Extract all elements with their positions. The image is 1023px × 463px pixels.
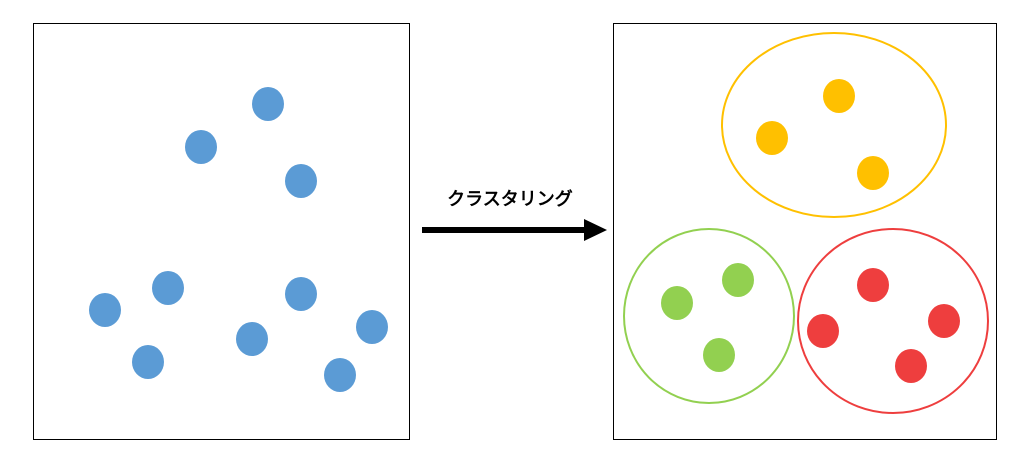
cluster-yellow bbox=[721, 32, 947, 218]
cluster-red-point bbox=[928, 304, 960, 338]
cluster-yellow-point bbox=[857, 156, 889, 190]
cluster-red bbox=[797, 228, 989, 414]
cluster-red-point bbox=[895, 349, 927, 383]
cluster-yellow-point bbox=[823, 79, 855, 113]
arrow-head bbox=[584, 219, 607, 241]
data-point bbox=[252, 87, 284, 121]
data-point bbox=[185, 130, 217, 164]
data-point bbox=[89, 293, 121, 327]
cluster-red-point bbox=[807, 314, 839, 348]
cluster-green-point bbox=[661, 286, 693, 320]
data-point bbox=[236, 322, 268, 356]
data-point bbox=[152, 271, 184, 305]
data-point bbox=[324, 358, 356, 392]
arrow-label: クラスタリング bbox=[447, 188, 573, 210]
cluster-yellow-point bbox=[756, 121, 788, 155]
input-panel bbox=[33, 23, 410, 440]
data-point bbox=[285, 277, 317, 311]
unclustered-points bbox=[89, 87, 388, 392]
cluster-yellow-points bbox=[756, 79, 889, 190]
cluster-red-points bbox=[807, 268, 960, 383]
cluster-green-boundary bbox=[623, 228, 795, 404]
cluster-green bbox=[623, 228, 795, 404]
cluster-red-point bbox=[857, 268, 889, 302]
cluster-yellow-boundary bbox=[721, 32, 947, 218]
clustering-arrow: クラスタリング bbox=[422, 188, 607, 241]
output-panel-frame bbox=[613, 23, 997, 440]
data-point bbox=[132, 345, 164, 379]
cluster-green-points bbox=[661, 263, 754, 372]
data-point bbox=[356, 310, 388, 344]
cluster-red-boundary bbox=[797, 228, 989, 414]
output-panel bbox=[613, 23, 997, 440]
cluster-green-point bbox=[722, 263, 754, 297]
data-point bbox=[285, 164, 317, 198]
cluster-green-point bbox=[703, 338, 735, 372]
